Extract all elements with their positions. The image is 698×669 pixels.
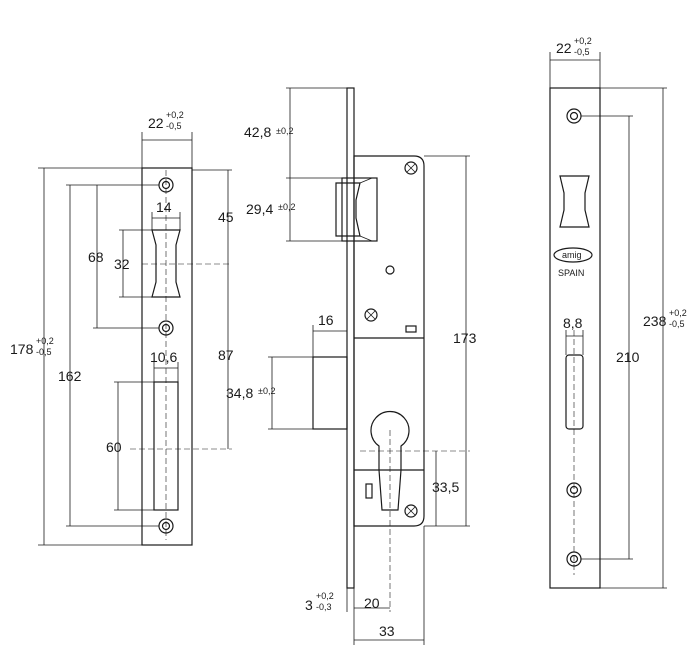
cylinder-hole — [370, 410, 410, 511]
mid-42-8-tol: ±0,2 — [276, 126, 293, 136]
left-178-base: 178 — [10, 341, 34, 357]
mid-29-4: 29,4 — [246, 201, 273, 217]
left-68: 68 — [88, 249, 104, 265]
dead-bolt — [312, 356, 348, 430]
right-8-8: 8,8 — [563, 315, 583, 331]
mid-42-8: 42,8 — [244, 124, 271, 140]
faceplate — [346, 87, 355, 589]
right-hole-top — [566, 108, 582, 124]
left-labels: 22 +0,2 -0,5 45 87 178 +0,2 -0,5 162 68 … — [10, 110, 234, 455]
case-screw-bottom — [404, 504, 418, 518]
mid-3: 3 — [305, 597, 313, 613]
spindle-pin — [385, 265, 395, 275]
left-strike-plate — [130, 167, 232, 546]
middle-dimensions — [268, 87, 470, 645]
left-32: 32 — [114, 256, 130, 272]
right-238-up: +0,2 — [669, 308, 687, 318]
right-width-up: +0,2 — [574, 36, 592, 46]
right-latch — [559, 175, 590, 228]
mid-16: 16 — [318, 312, 334, 328]
brand-origin: SPAIN — [558, 268, 584, 278]
lock-case — [353, 155, 425, 527]
mid-34-8: 34,8 — [226, 385, 253, 401]
left-latch-opening — [151, 229, 181, 298]
left-178-down: -0,5 — [36, 347, 52, 357]
left-178-up: +0,2 — [36, 336, 54, 346]
mid-29-4-tol: ±0,2 — [278, 202, 295, 212]
right-plate-outline — [549, 87, 601, 589]
right-dimensions — [549, 52, 667, 589]
mid-173: 173 — [453, 330, 477, 346]
right-238-down: -0,5 — [669, 319, 685, 329]
right-width-base: 22 — [556, 40, 572, 56]
left-10-6: 10,6 — [150, 349, 177, 365]
left-87: 87 — [218, 347, 234, 363]
brand-logo — [553, 247, 593, 263]
brand-logo-text: amig — [562, 250, 582, 260]
mid-3-down: -0,3 — [316, 602, 332, 612]
left-60: 60 — [106, 439, 122, 455]
latch-bolt — [335, 177, 378, 242]
right-labels: 22 +0,2 -0,5 8,8 210 238 +0,2 -0,5 — [556, 36, 687, 365]
left-dimensions — [38, 132, 232, 546]
right-faceplate: amig SPAIN — [549, 87, 601, 589]
lock-body — [312, 87, 470, 612]
left-162: 162 — [58, 368, 82, 384]
left-45: 45 — [218, 209, 234, 225]
case-screw-mid — [364, 308, 378, 322]
mid-3-up: +0,2 — [316, 591, 334, 601]
right-width-down: -0,5 — [574, 47, 590, 57]
right-bolt-slot — [565, 354, 584, 430]
cylinder-cam-slot — [365, 483, 373, 499]
left-width-down: -0,5 — [166, 121, 182, 131]
right-238-base: 238 — [643, 313, 667, 329]
mid-33-5: 33,5 — [432, 479, 459, 495]
small-slot — [405, 325, 417, 333]
left-14: 14 — [156, 199, 172, 215]
left-width-base: 22 — [148, 115, 164, 131]
middle-labels: 42,8 ±0,2 29,4 ±0,2 16 34,8 ±0,2 173 33,… — [226, 124, 477, 639]
left-width-up: +0,2 — [166, 110, 184, 120]
left-plate-outline — [141, 167, 193, 546]
right-210: 210 — [616, 349, 640, 365]
mid-20: 20 — [364, 595, 380, 611]
mid-34-8-tol: ±0,2 — [258, 386, 275, 396]
case-screw-top — [404, 161, 418, 175]
mid-33: 33 — [379, 623, 395, 639]
